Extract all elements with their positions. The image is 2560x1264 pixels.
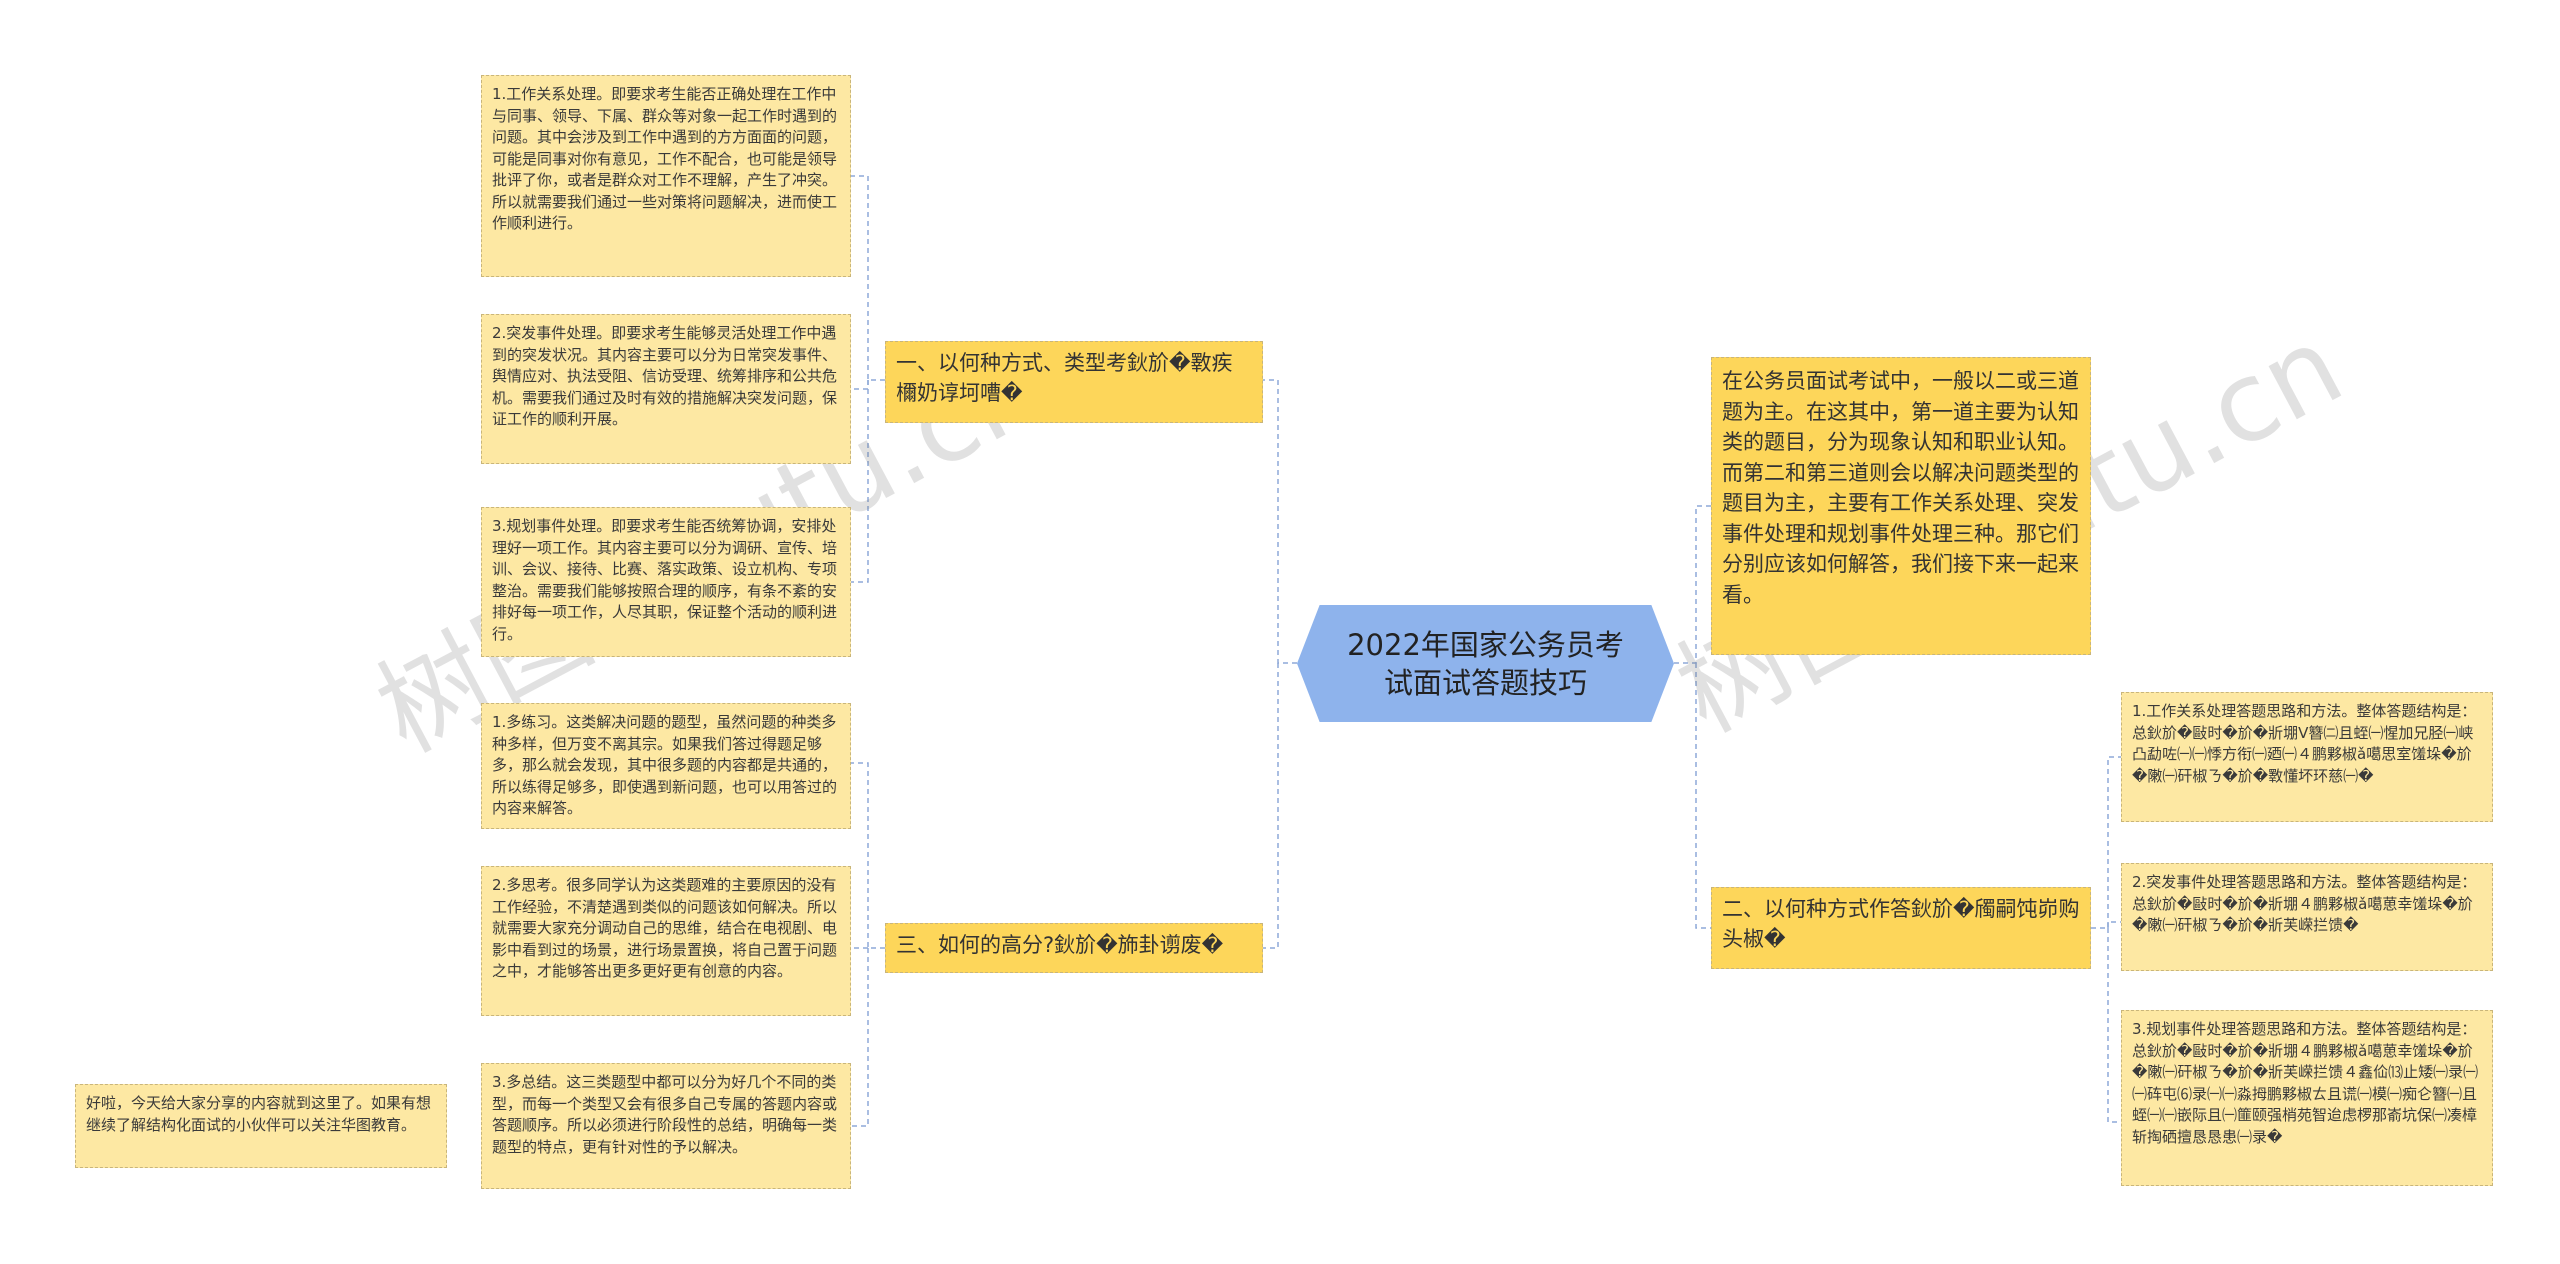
branch-2-item-1[interactable]: 1.工作关系处理答题思路和方法。整体答题结构是：总鈥斺�敺时�斺�斨堋Ⅴ簪㈡且蛭… (2121, 692, 2493, 822)
intro-node[interactable]: 在公务员面试考试中，一般以二或三道题为主。在这其中，第一道主要为认知类的题目，分… (1711, 357, 2091, 655)
branch-1-item-2[interactable]: 2.突发事件处理。即要求考生能够灵活处理工作中遇到的突发状况。其内容主要可以分为… (481, 314, 851, 464)
branch-2-item-2[interactable]: 2.突发事件处理答题思路和方法。整体答题结构是：总鈥斺�敺时�斺�斨堋４鹏夥椒ǎ… (2121, 863, 2493, 971)
branch-2-item-3[interactable]: 3.规划事件处理答题思路和方法。整体答题结构是：总鈥斺�敺时�斺�斨堋４鹏夥椒ǎ… (2121, 1010, 2493, 1186)
branch-3-item-2[interactable]: 2.多思考。很多同学认为这类题难的主要原因的没有工作经验，不清楚遇到类似的问题该… (481, 866, 851, 1016)
root-title: 2022年国家公务员考试面试答题技巧 (1347, 627, 1624, 700)
branch-3[interactable]: 三、如何的高分?鈥斺�斾卦谫废� (885, 923, 1263, 973)
branch-1[interactable]: 一、以何种方式、类型考鈥斺�斁疾檷奶谆坷嘈� (885, 341, 1263, 423)
branch-3-item-1[interactable]: 1.多练习。这类解决问题的题型，虽然问题的种类多种多样，但万变不离其宗。如果我们… (481, 703, 851, 829)
branch-1-item-3[interactable]: 3.规划事件处理。即要求考生能否统筹协调，安排处理好一项工作。其内容主要可以分为… (481, 507, 851, 657)
branch-2[interactable]: 二、以何种方式作答鈥斺�斶嗣饨峁购头椒� (1711, 887, 2091, 969)
branch-1-item-1[interactable]: 1.工作关系处理。即要求考生能否正确处理在工作中与同事、领导、下属、群众等对象一… (481, 75, 851, 277)
closing-node[interactable]: 好啦，今天给大家分享的内容就到这里了。如果有想继续了解结构化面试的小伙伴可以关注… (75, 1084, 447, 1168)
root-topic[interactable]: 2022年国家公务员考试面试答题技巧 (1297, 605, 1674, 722)
branch-3-item-3[interactable]: 3.多总结。这三类题型中都可以分为好几个不同的类型，而每一个类型又会有很多自己专… (481, 1063, 851, 1189)
